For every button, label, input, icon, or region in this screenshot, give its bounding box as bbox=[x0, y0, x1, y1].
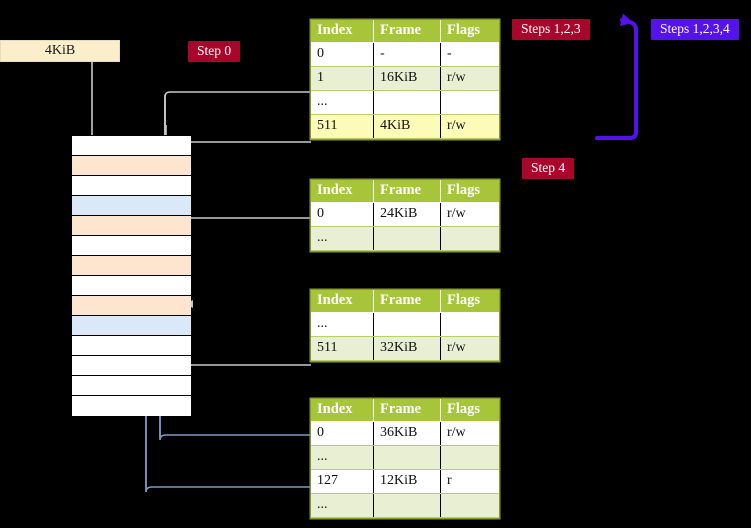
badge-step-4: Step 4 bbox=[522, 158, 575, 179]
memory-frame-row bbox=[72, 276, 191, 296]
column-header-flags: Flags bbox=[440, 399, 499, 422]
table-row: ... bbox=[311, 493, 499, 518]
badge-steps-1234: Steps 1,2,3,4 bbox=[651, 19, 739, 40]
memory-frame-row bbox=[72, 196, 191, 216]
table-cell-index: 127 bbox=[311, 469, 374, 494]
table-cell-frame: 36KiB bbox=[373, 421, 441, 446]
memory-frame-tick bbox=[56, 176, 72, 177]
table-cell-flags bbox=[440, 226, 499, 251]
table-cell-index: 1 bbox=[311, 66, 374, 91]
memory-frame-row bbox=[72, 356, 191, 376]
column-header-frame: Frame bbox=[373, 399, 441, 422]
physical-memory-grid bbox=[56, 135, 191, 416]
table-cell-flags: r/w bbox=[440, 202, 499, 227]
memory-frame-row bbox=[72, 236, 191, 256]
memory-frame-row bbox=[56, 156, 191, 176]
table-cell-frame bbox=[373, 312, 441, 337]
memory-frame-row bbox=[56, 256, 191, 276]
column-header-frame: Frame bbox=[373, 180, 441, 203]
memory-frame-row bbox=[72, 316, 191, 336]
memory-frame-row bbox=[56, 136, 191, 156]
table-cell-frame bbox=[373, 493, 441, 518]
badge-steps-1234-label: Steps 1,2,3,4 bbox=[660, 21, 730, 36]
table-cell-index: 0 bbox=[311, 42, 374, 67]
column-header-index: Index bbox=[311, 399, 374, 422]
memory-frame-row bbox=[56, 216, 191, 236]
table-cell-frame: 12KiB bbox=[373, 469, 441, 494]
table-row: ... bbox=[311, 312, 499, 337]
table-cell-frame: 32KiB bbox=[373, 336, 441, 361]
column-header-index: Index bbox=[311, 20, 374, 43]
table-cell-flags: r/w bbox=[440, 421, 499, 446]
memory-frame-row bbox=[72, 336, 191, 356]
table-cell-index: ... bbox=[311, 90, 374, 115]
memory-frame-tick bbox=[56, 136, 72, 137]
table-cell-index: 0 bbox=[311, 202, 374, 227]
badge-steps-123-label: Steps 1,2,3 bbox=[521, 21, 581, 36]
column-header-frame: Frame bbox=[373, 20, 441, 43]
table-cell-frame: 4KiB bbox=[373, 114, 441, 139]
badge-step-0: Step 0 bbox=[188, 41, 241, 62]
table-cell-frame bbox=[373, 445, 441, 470]
table-cell-flags: r/w bbox=[440, 66, 499, 91]
table-cell-frame: 24KiB bbox=[373, 202, 441, 227]
memory-frame-row bbox=[72, 396, 191, 416]
table-cell-frame bbox=[373, 90, 441, 115]
badge-step-0-label: Step 0 bbox=[197, 43, 232, 58]
table-cell-flags: - bbox=[440, 42, 499, 67]
badge-steps-123: Steps 1,2,3 bbox=[512, 19, 590, 40]
table-cell-index: ... bbox=[311, 226, 374, 251]
table-row: ... bbox=[311, 90, 499, 115]
table-cell-frame bbox=[373, 226, 441, 251]
size-box-label: 4KiB bbox=[44, 43, 76, 58]
column-header-index: Index bbox=[311, 290, 374, 313]
column-header-flags: Flags bbox=[440, 180, 499, 203]
table-cell-index: 511 bbox=[311, 336, 374, 361]
column-header-flags: Flags bbox=[440, 290, 499, 313]
size-box-4kib: 4KiB bbox=[0, 40, 120, 62]
table-cell-index: ... bbox=[311, 445, 374, 470]
table-row: 0-- bbox=[311, 42, 499, 67]
memory-frame-row bbox=[72, 376, 191, 396]
table-cell-index: ... bbox=[311, 493, 374, 518]
table-cell-flags bbox=[440, 445, 499, 470]
table-row: ... bbox=[311, 226, 499, 251]
table-cell-index: 511 bbox=[311, 114, 374, 139]
memory-frame-tick bbox=[56, 296, 72, 297]
table-cell-index: 0 bbox=[311, 421, 374, 446]
memory-frame-row bbox=[56, 296, 191, 316]
table-row: ... bbox=[311, 445, 499, 470]
memory-frame-tick bbox=[56, 156, 72, 157]
table-cell-flags: r bbox=[440, 469, 499, 494]
column-header-flags: Flags bbox=[440, 20, 499, 43]
table-cell-flags bbox=[440, 493, 499, 518]
badge-step-4-label: Step 4 bbox=[531, 160, 566, 175]
column-header-index: Index bbox=[311, 180, 374, 203]
table-cell-flags: r/w bbox=[440, 336, 499, 361]
table-cell-index: ... bbox=[311, 312, 374, 337]
column-header-frame: Frame bbox=[373, 290, 441, 313]
table-cell-flags bbox=[440, 90, 499, 115]
memory-frame-tick bbox=[56, 216, 72, 217]
memory-frame-row bbox=[56, 176, 191, 196]
table-cell-frame: 16KiB bbox=[373, 66, 441, 91]
table-cell-frame: - bbox=[373, 42, 441, 67]
memory-frame-tick bbox=[56, 256, 72, 257]
table-cell-flags: r/w bbox=[440, 114, 499, 139]
table-cell-flags bbox=[440, 312, 499, 337]
